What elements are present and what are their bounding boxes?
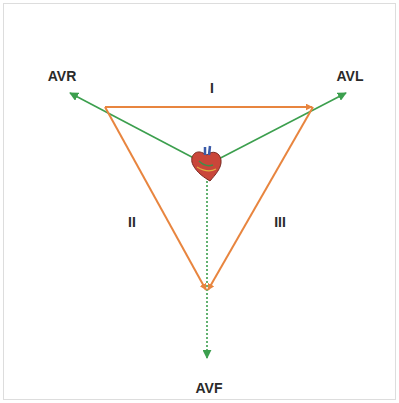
lead-label: I: [210, 81, 214, 95]
frame: [4, 4, 396, 400]
lead-label: AVF: [196, 381, 223, 395]
lead-label: III: [274, 215, 286, 229]
augmented-leads: [70, 93, 346, 358]
lead-label: AVL: [337, 69, 364, 83]
heart-icon: [192, 146, 221, 181]
limb-leads: [105, 107, 313, 290]
lead-label: AVR: [48, 69, 77, 83]
lead-label: II: [128, 215, 136, 229]
